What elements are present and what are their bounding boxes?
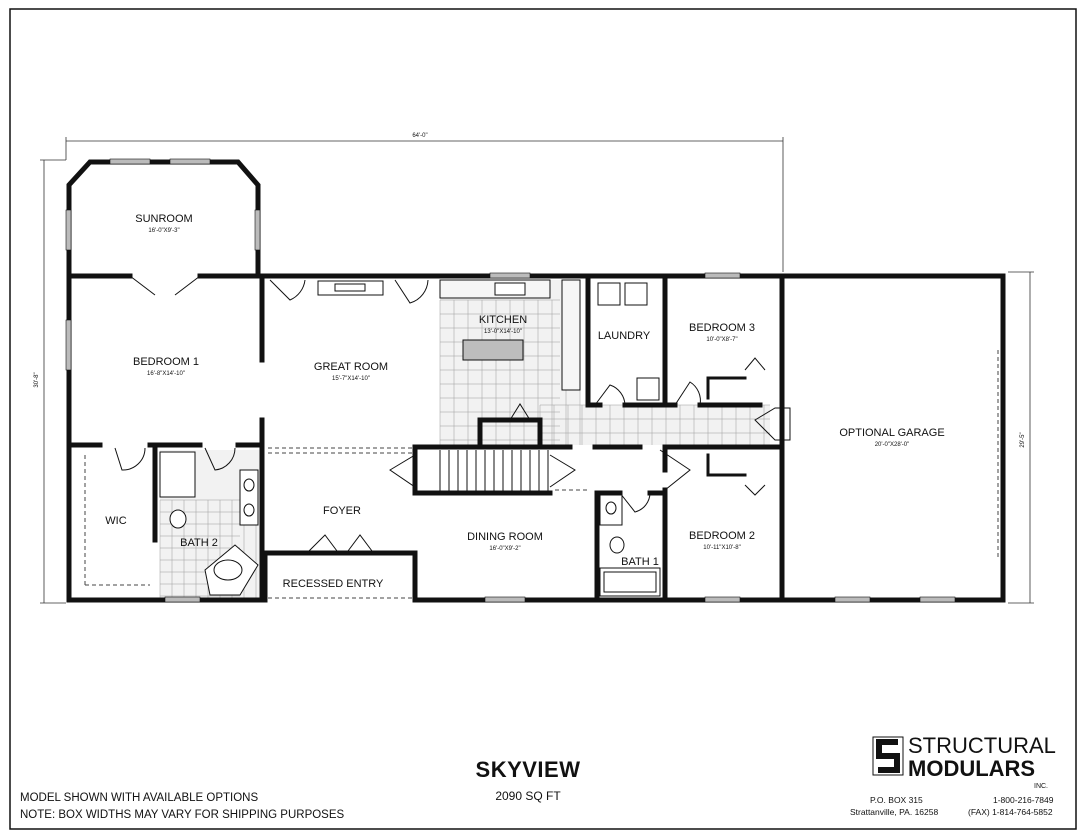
company-name-line2: MODULARS <box>908 756 1035 781</box>
kitchen-size: 13'-0"X14'-10" <box>484 329 522 335</box>
foyer-label: FOYER <box>323 505 361 517</box>
company-name-line1: STRUCTURAL <box>908 733 1056 758</box>
sunroom-size: 16'-0"X9'-3" <box>148 228 179 234</box>
dimension-lines <box>40 137 1034 604</box>
note-line-2: NOTE: BOX WIDTHS MAY VARY FOR SHIPPING P… <box>20 809 345 821</box>
company-po-box: P.O. BOX 315 <box>870 795 923 805</box>
width-dimension: 64'-0" <box>412 133 427 139</box>
fixtures <box>159 279 661 597</box>
wic-label: WIC <box>105 515 126 527</box>
company-suffix: INC. <box>1034 783 1048 790</box>
bedroom2-label: BEDROOM 2 <box>689 530 755 542</box>
bedroom2-size: 10'-11"X10'-8" <box>703 545 740 551</box>
company-city: Strattanville, PA. 16258 <box>850 807 938 817</box>
garage-size: 20'-0"X28'-0" <box>875 442 910 448</box>
plan-title: SKYVIEW <box>476 757 581 782</box>
company-logo-icon <box>872 736 904 776</box>
dashed-openings <box>84 350 999 599</box>
bath2-label: BATH 2 <box>180 537 218 549</box>
walls <box>66 159 1006 603</box>
garage-label: OPTIONAL GARAGE <box>839 427 944 439</box>
bedroom1-label: BEDROOM 1 <box>133 356 199 368</box>
kitchen-label: KITCHEN <box>479 314 527 326</box>
sunroom-label: SUNROOM <box>135 213 192 225</box>
dining-room-label: DINING ROOM <box>467 531 543 543</box>
doors <box>114 275 791 556</box>
laundry-label: LAUNDRY <box>598 330 651 342</box>
left-depth-dimension: 30'-8" <box>34 372 40 387</box>
windows <box>65 158 956 603</box>
note-line-1: MODEL SHOWN WITH AVAILABLE OPTIONS <box>20 792 258 804</box>
bedroom3-size: 10'-0"X8'-7" <box>706 337 737 343</box>
company-phone: 1-800-216-7849 <box>993 795 1054 805</box>
plan-area: 2090 SQ FT <box>495 789 561 803</box>
sheet-border <box>9 8 1077 830</box>
room-labels: SUNROOM 16'-0"X9'-3" BEDROOM 1 16'-8"X14… <box>105 213 944 590</box>
right-depth-dimension: 29'-5" <box>1020 432 1026 447</box>
recessed-entry-label: RECESSED ENTRY <box>283 578 384 590</box>
dining-room-size: 16'-0"X9'-2" <box>489 546 520 552</box>
company-fax: (FAX) 1-814-764-5852 <box>968 807 1053 817</box>
bedroom3-label: BEDROOM 3 <box>689 322 755 334</box>
great-room-size: 15'-7"X14'-10" <box>332 376 370 382</box>
bedroom1-size: 16'-8"X14'-10" <box>147 371 185 377</box>
great-room-label: GREAT ROOM <box>314 361 388 373</box>
stairs <box>439 450 549 491</box>
bath1-label: BATH 1 <box>621 556 659 568</box>
